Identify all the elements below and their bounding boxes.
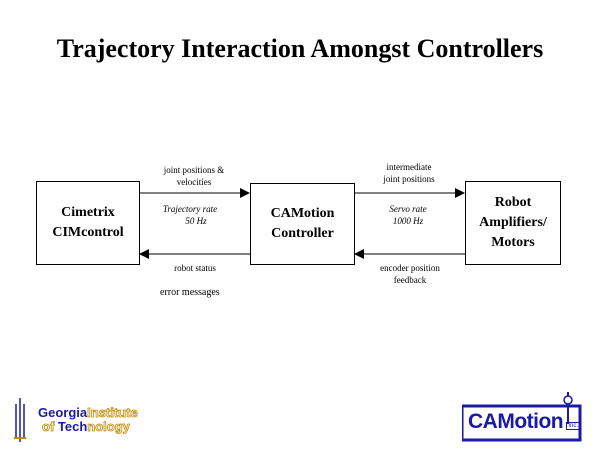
robot-line-1: Robot [494,195,532,210]
cimetrix-line-1: Cimetrix [61,205,115,220]
camotion-logo: CAMotion Inc. [462,392,586,442]
camotion-line-2: Controller [271,226,334,241]
encoder-feedback-label: encoder position feedback [380,263,440,285]
georgia-tech-emblem-icon [14,398,26,442]
camotion-inc-badge: Inc. [566,422,580,430]
page-title: Trajectory Interaction Amongst Controlle… [56,34,544,63]
robot-status-label: robot status [174,263,216,273]
joint-positions-label: joint positions & velocities [163,165,225,187]
camotion-controller-box: CAMotion Controller [250,183,355,265]
intermediate-label: intermediate joint positions [383,162,435,184]
servo-rate-label: Servo rate 1000 Hz [389,204,427,226]
cimetrix-box: Cimetrix CIMcontrol [36,181,140,265]
gt-georgia: Georgia [38,405,88,420]
camotion-line-1: CAMotion [270,206,335,221]
robot-line-3: Motors [491,235,535,250]
gt-of: of [42,419,55,434]
cimetrix-line-2: CIMcontrol [52,225,124,240]
robot-line-2: Amplifiers/ [479,215,547,230]
gt-institute: Institute [87,405,138,420]
robot-amplifiers-box: Robot Amplifiers/ Motors [465,181,561,265]
camotion-logo-frame-icon [462,392,582,442]
georgia-tech-logo: GeorgiaInstitute of Technology [14,398,164,442]
trajectory-rate-label: Trajectory rate 50 Hz [162,204,218,226]
camotion-logo-text: CAMotion [468,410,564,433]
gt-tech: Tech [57,419,88,434]
gt-nology: nology [87,419,130,434]
error-messages-label: error messages [160,287,220,298]
